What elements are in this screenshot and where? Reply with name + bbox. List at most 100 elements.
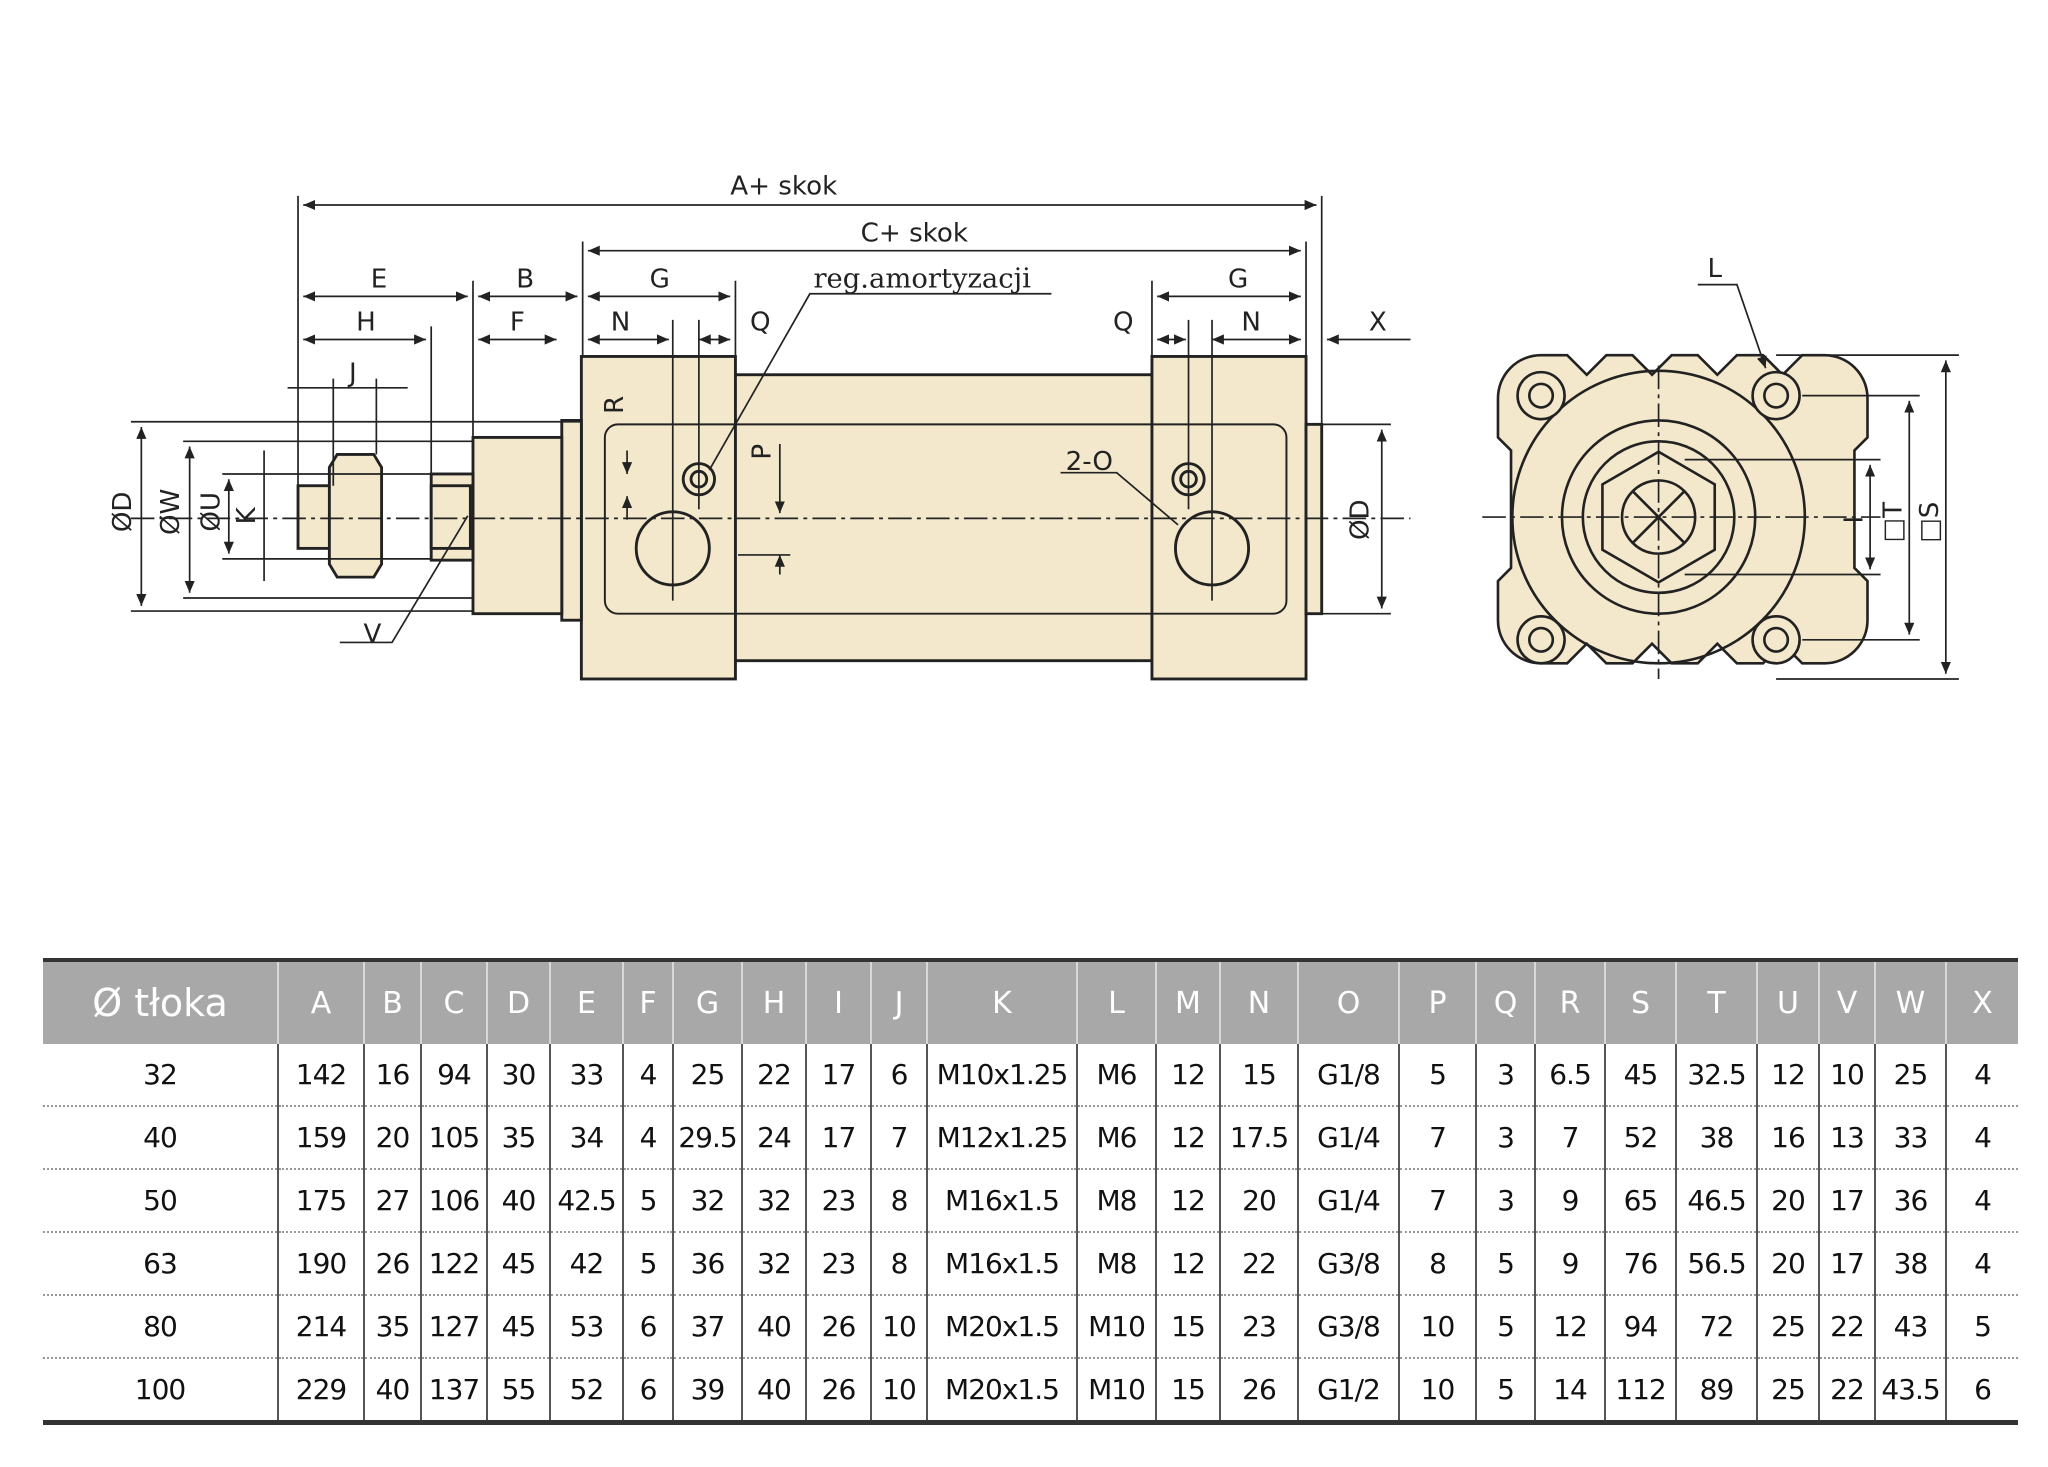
column-header: U [1756,960,1819,1044]
table-cell: 52 [1604,1105,1676,1169]
table-cell: 40 [741,1294,806,1358]
table-cell: 7 [1398,1105,1476,1169]
column-header: L [1076,960,1156,1044]
dim-w-label: ØW [156,489,186,535]
table-cell: 22 [741,1044,806,1106]
table-cell: M10x1.25 [926,1044,1077,1106]
table-cell: 5 [1475,1357,1535,1423]
table-cell: 229 [277,1357,364,1423]
column-header: J [870,960,927,1044]
table-cell: 9 [1534,1231,1605,1295]
table-cell: 45 [486,1294,550,1358]
table-cell: 12 [1756,1044,1819,1106]
table-cell: M6 [1076,1044,1156,1106]
table-cell: 29.5 [672,1105,742,1169]
dim-r-label: R [600,396,630,414]
column-header: K [926,960,1077,1044]
table-cell: 40 [43,1105,278,1169]
table-cell: 94 [420,1044,487,1106]
table-cell: 46.5 [1675,1168,1757,1232]
table-cell: 4 [1945,1105,2018,1169]
table-cell: M12x1.25 [926,1105,1077,1169]
table-cell: 142 [277,1044,364,1106]
dim-a-label: A+ skok [730,172,838,202]
dim-e-label: E [371,264,387,294]
dim-k-label: K [232,506,262,524]
table-cell: 45 [486,1231,550,1295]
table-cell: 32 [143,1058,178,1091]
cushion-adjust-label: reg.amortyzacji [813,263,1031,294]
column-header: C [420,960,487,1044]
nose-step [560,419,583,622]
column-header: R [1534,960,1605,1044]
table-cell: 38 [1874,1231,1946,1295]
column-header: F [622,960,673,1044]
table-cell: 33 [549,1044,623,1106]
column-header: Ø tłoka [43,960,278,1044]
column-header: B [363,960,421,1044]
dim-q-rear-label: Q [1113,307,1134,337]
table-cell: 30 [486,1044,550,1106]
table-cell: 23 [805,1168,871,1232]
table-cell: 10 [1398,1294,1476,1358]
table-cell: 5 [622,1231,673,1295]
column-header: D [486,960,550,1044]
table-cell: 3 [1475,1105,1535,1169]
dim-c-label: C+ skok [861,219,969,249]
table-cell: M8 [1076,1168,1156,1232]
table-cell: 40 [741,1357,806,1423]
table-cell: 40 [363,1357,421,1423]
table-cell: 17 [1818,1168,1875,1232]
table-cell: 35 [486,1105,550,1169]
column-header: V [1818,960,1875,1044]
table-cell: 34 [549,1105,623,1169]
table-cell: 32 [741,1231,806,1295]
table-cell: 22 [1818,1294,1875,1358]
dimension-lines [130,195,1411,644]
table-cell: 22 [1818,1357,1875,1423]
table-cell: 14 [1534,1357,1605,1423]
table-cell: 5 [1475,1294,1535,1358]
table-cell: 175 [277,1168,364,1232]
dim-p-label: P [748,444,778,460]
table-cell: 6 [870,1044,927,1106]
table-cell: 26 [805,1357,871,1423]
table-cell: 32 [741,1168,806,1232]
table-cell: 8 [870,1168,927,1232]
port-count-label: 2-O [1066,447,1113,477]
column-header: M [1155,960,1220,1044]
table-cell: 122 [420,1231,487,1295]
column-header: O [1297,960,1399,1044]
table-cell: 76 [1604,1231,1676,1295]
table-cell: 105 [420,1105,487,1169]
table-cell: 16 [363,1044,421,1106]
table-cell: 4 [1945,1231,2018,1295]
table-cell: 5 [1475,1231,1535,1295]
table-cell: 36 [1874,1168,1946,1232]
table-cell: 94 [1604,1294,1676,1358]
column-header: W [1874,960,1946,1044]
table-cell: 56.5 [1675,1231,1757,1295]
table-cell: 27 [363,1168,421,1232]
table-cell: 8 [1398,1231,1476,1295]
column-header: N [1219,960,1298,1044]
table-cell: 9 [1534,1168,1605,1232]
table-cell: 5 [1398,1044,1476,1106]
table-cell: 20 [1756,1168,1819,1232]
table-cell: M16x1.5 [926,1231,1077,1295]
table-cell: 24 [741,1105,806,1169]
table-cell: 15 [1219,1044,1298,1106]
table-cell: 52 [549,1357,623,1423]
table-cell: 23 [805,1231,871,1295]
dim-s-label: □S [1915,502,1945,543]
dim-t-label: □T [1878,501,1908,543]
dim-h-label: H [356,307,376,337]
table-cell: 25 [1756,1357,1819,1423]
table-cell: 55 [486,1357,550,1423]
table-cell: 10 [870,1294,927,1358]
end-view-dimensions [1482,283,1959,680]
table-cell: 159 [277,1105,364,1169]
